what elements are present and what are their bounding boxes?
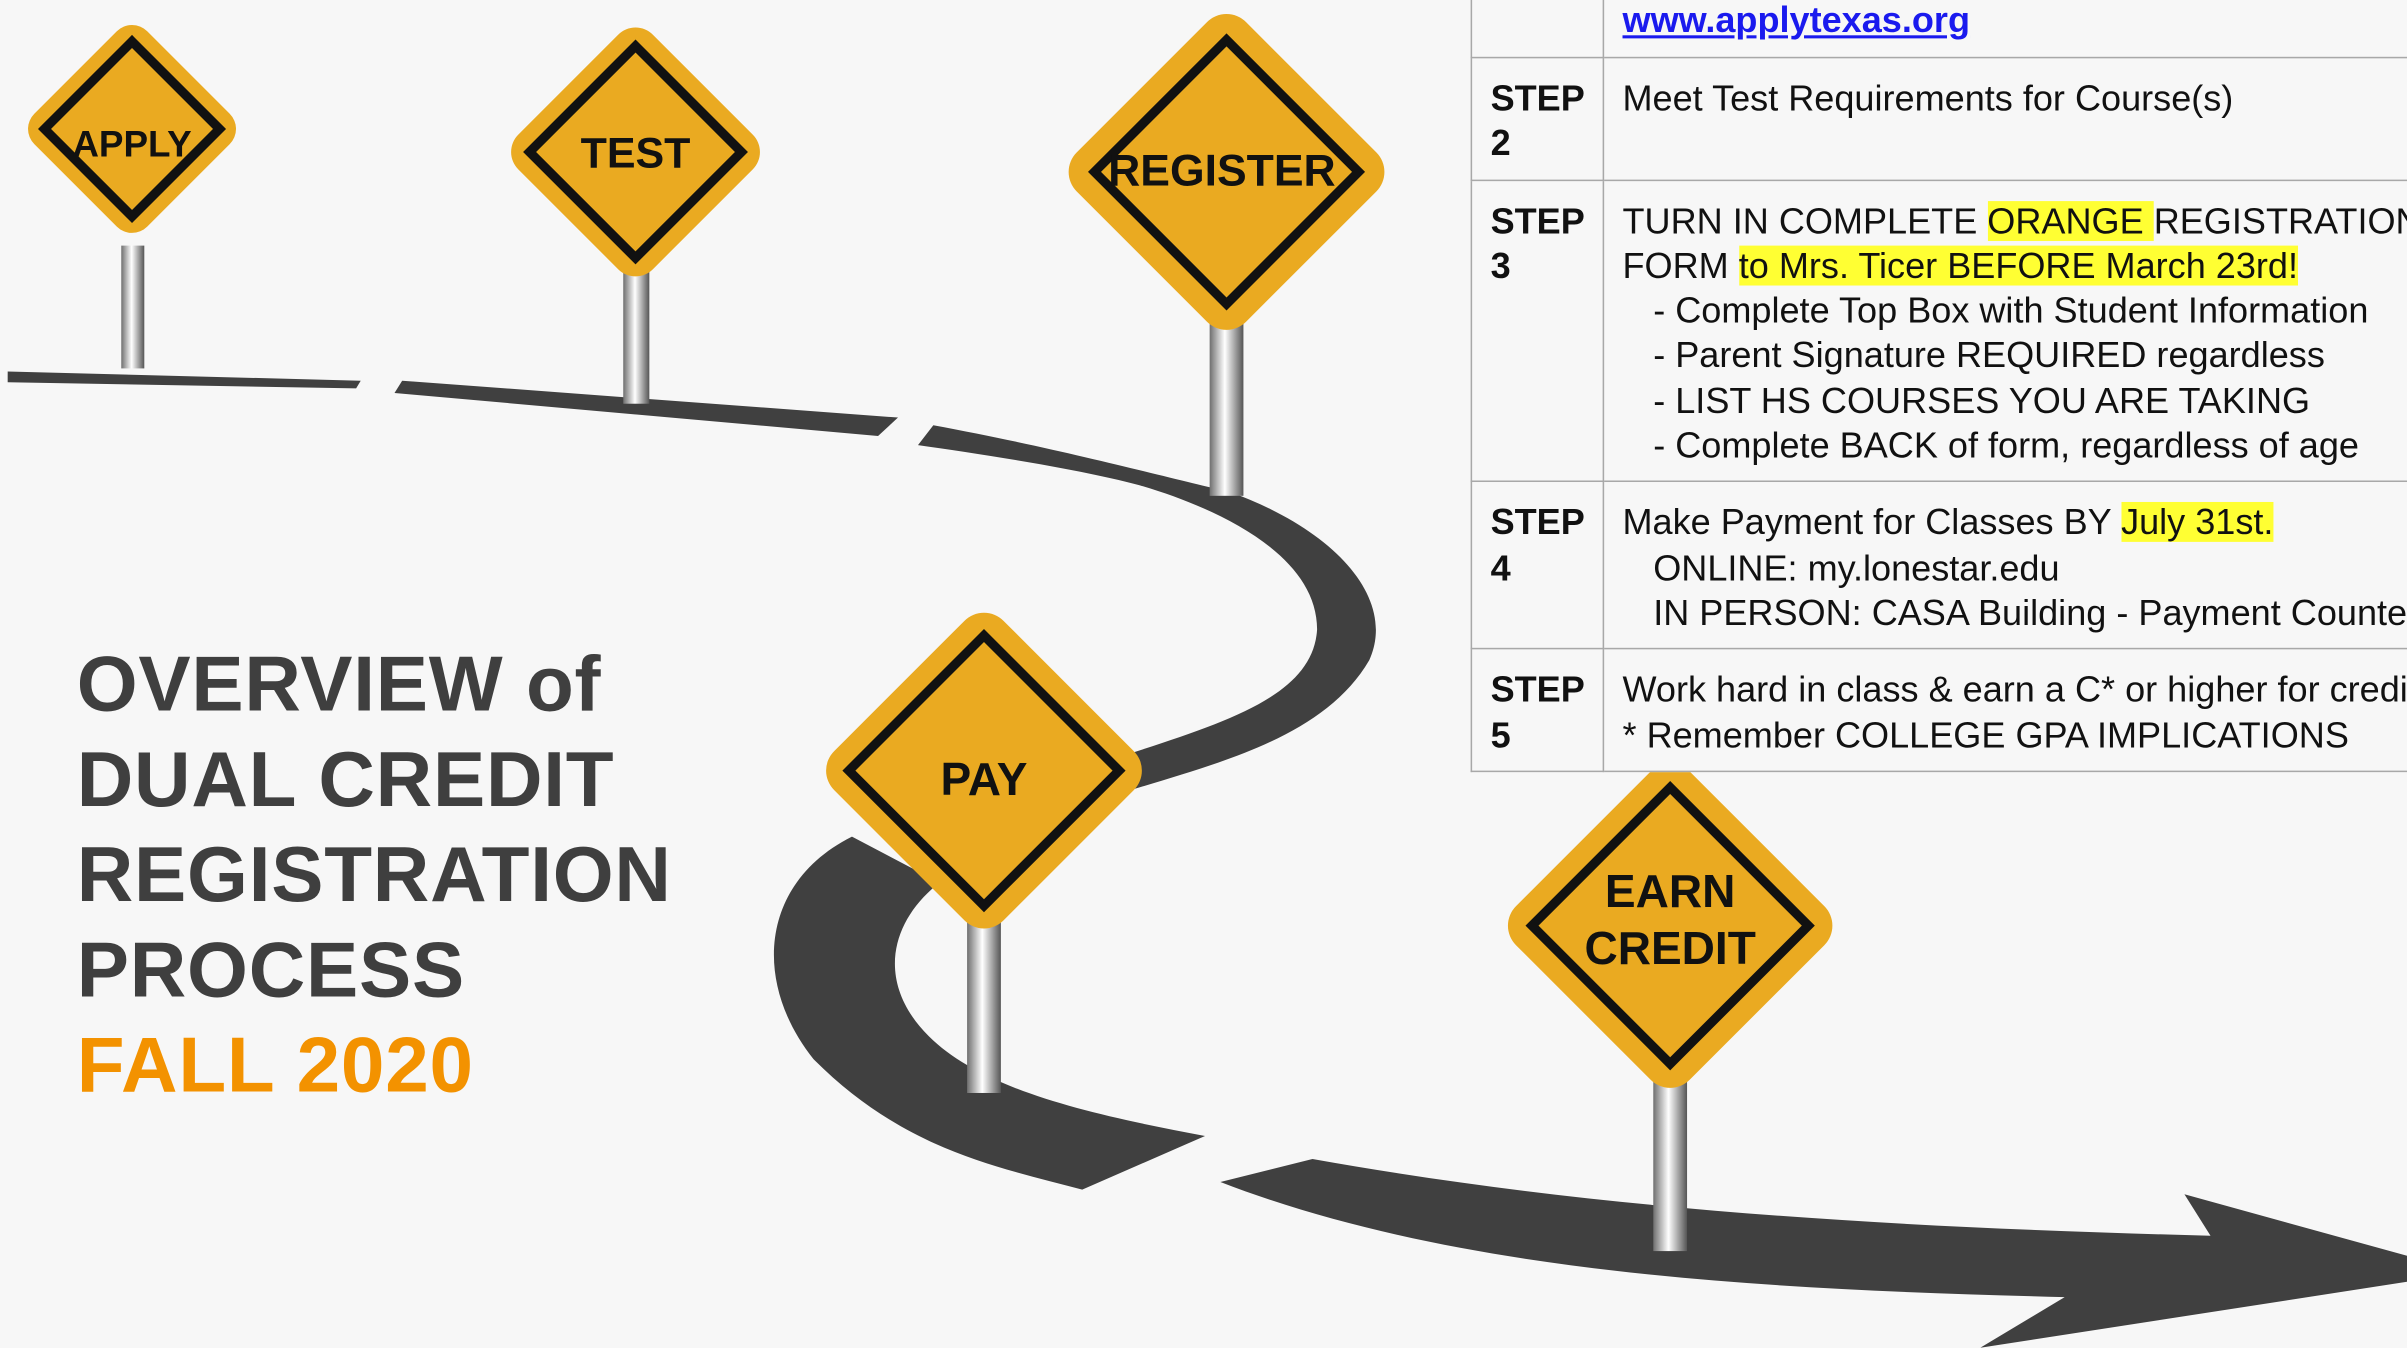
step2-desc: Meet Test Requirements for Course(s) xyxy=(1602,56,2407,181)
step4-line1-deadline: July 31st. xyxy=(2121,502,2274,543)
road-arrow xyxy=(1220,1158,2407,1348)
step3-line1-orange: ORANGE xyxy=(1987,200,2154,241)
title-line-2: DUAL CREDIT xyxy=(76,735,615,823)
step1-label xyxy=(1470,0,1605,59)
step3-line1-a: TURN IN COMPLETE xyxy=(1622,200,1988,241)
title-line-4: PROCESS xyxy=(76,925,465,1014)
step3-label: STEP 3 xyxy=(1470,178,1605,483)
sign-earn-credit: EARN CREDIT xyxy=(1507,763,1833,1252)
road-segment-1 xyxy=(7,371,361,389)
sign-pay-label: PAY xyxy=(940,753,1027,805)
slide-title: OVERVIEW of DUAL CREDIT REGISTRATION PRO… xyxy=(77,637,672,1113)
table-row-step3: STEP 3 TURN IN COMPLETE ORANGE REGISTRAT… xyxy=(1470,178,2407,483)
step5-desc: Work hard in class & earn a C* or higher… xyxy=(1602,648,2407,772)
road-segment-3 xyxy=(917,425,1376,799)
step4-online: ONLINE: my.lonestar.edu xyxy=(1653,547,2060,588)
step4-line1-a: Make Payment for Classes BY xyxy=(1622,502,2122,543)
step3-bullet-3: - LIST HS COURSES YOU ARE TAKING xyxy=(1653,380,2311,421)
sign-register-label: REGISTER xyxy=(1108,147,1335,196)
sign-apply: APPLY xyxy=(28,24,237,369)
step3-bullet-2: - Parent Signature REQUIRED regardless xyxy=(1653,335,2325,376)
sign-earn-label-2: CREDIT xyxy=(1584,922,1755,974)
step4-desc: Make Payment for Classes BY July 31st. O… xyxy=(1602,481,2407,650)
title-line-1: OVERVIEW of xyxy=(76,640,602,728)
step1-desc: www.applytexas.org xyxy=(1602,0,2407,59)
sign-earn-label-1: EARN xyxy=(1605,865,1735,917)
applytexas-link[interactable]: www.applytexas.org xyxy=(1622,0,1971,40)
step3-line1-c: REGISTRATION xyxy=(2153,200,2407,241)
table-row-step5: STEP 5 Work hard in class & earn a C* or… xyxy=(1470,648,2407,772)
road-segment-2 xyxy=(394,380,899,436)
step2-label: STEP 2 xyxy=(1470,56,1605,181)
road-segment-4 xyxy=(773,836,1206,1190)
step5-line2: * Remember COLLEGE GPA IMPLICATIONS xyxy=(1622,714,2349,755)
table-row-step2: STEP 2 Meet Test Requirements for Course… xyxy=(1470,56,2407,181)
table-row-step4: STEP 4 Make Payment for Classes BY July … xyxy=(1470,481,2407,650)
title-line-5: FALL 2020 xyxy=(76,1020,474,1109)
sign-apply-label: APPLY xyxy=(72,124,191,165)
road xyxy=(7,371,2407,1348)
step5-line1: Work hard in class & earn a C* or higher… xyxy=(1622,669,2407,710)
step3-desc: TURN IN COMPLETE ORANGE REGISTRATION FOR… xyxy=(1602,178,2407,483)
sign-pay: PAY xyxy=(826,612,1142,1093)
sign-test: TEST xyxy=(511,27,760,404)
step4-label: STEP 4 xyxy=(1470,481,1605,650)
steps-table: www.applytexas.org STEP 2 Meet Test Requ… xyxy=(1470,0,2407,772)
step4-in-person: IN PERSON: CASA Building - Payment Count… xyxy=(1653,592,2407,633)
step3-line2-a: FORM xyxy=(1622,245,1739,286)
step3-line2-deadline: to Mrs. Ticer BEFORE March 23rd! xyxy=(1738,245,2299,286)
table-row-step1: www.applytexas.org xyxy=(1470,0,2407,59)
step3-bullet-1: - Complete Top Box with Student Informat… xyxy=(1653,290,2369,331)
sign-test-label: TEST xyxy=(581,129,691,177)
title-line-3: REGISTRATION xyxy=(76,830,672,918)
step5-label: STEP 5 xyxy=(1470,648,1605,772)
step3-bullet-4: - Complete BACK of form, regardless of a… xyxy=(1653,425,2359,466)
sign-register: REGISTER xyxy=(1068,14,1385,496)
